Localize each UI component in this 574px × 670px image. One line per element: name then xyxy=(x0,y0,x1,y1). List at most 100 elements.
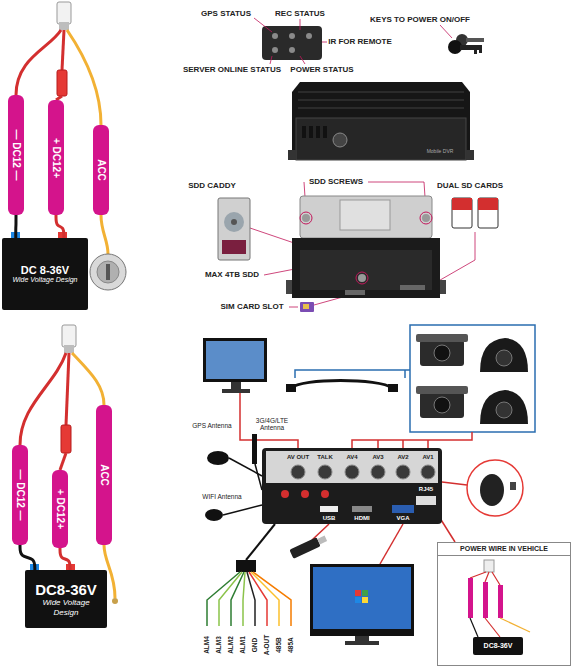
wire-sleeve: + DC12+ xyxy=(52,470,68,548)
dvr-disk-bay xyxy=(286,196,446,298)
dvr-rear xyxy=(396,465,410,479)
usb-stick xyxy=(289,537,320,559)
antennas xyxy=(205,434,262,521)
status-panel xyxy=(289,47,295,53)
dvr-rear xyxy=(291,465,305,479)
dvr-front xyxy=(288,150,296,160)
vga-monitor xyxy=(362,590,368,596)
dvr-disk-bay xyxy=(340,200,390,230)
sim-card xyxy=(300,302,314,312)
power-harness xyxy=(112,598,118,604)
camera-cable xyxy=(295,370,410,378)
signal-cable xyxy=(240,393,298,448)
antenna-label: 3G/4G/LTE Antenna xyxy=(251,417,293,432)
dvr-front xyxy=(292,82,470,160)
status-callout: SERVER ONLINE STATUS xyxy=(183,65,281,74)
sd-cards xyxy=(478,198,498,210)
pin-label: ALM4 xyxy=(203,636,210,654)
dvr-rear xyxy=(416,496,436,505)
vga-monitor xyxy=(310,564,414,636)
signal-cable xyxy=(380,524,403,564)
box-subtitle: Wide Voltage Design xyxy=(29,598,103,616)
dvr-disk-bay xyxy=(358,274,366,282)
dvr-rear xyxy=(301,490,309,498)
wire-sleeve: — DC12 — xyxy=(8,95,24,215)
part-callout: DUAL SD CARDS xyxy=(437,181,503,190)
part-callout: SDD SCREWS xyxy=(309,177,363,186)
part-callout: SDD CADDY xyxy=(188,181,236,190)
antenna-label: GPS Antenna xyxy=(192,422,231,429)
ignition-switch xyxy=(106,264,110,280)
antennas xyxy=(229,458,262,476)
camera-set xyxy=(434,345,450,361)
dvr-disk-bay xyxy=(345,290,365,295)
leader-line xyxy=(300,56,305,64)
sim-card xyxy=(303,304,309,309)
power-harness-inset xyxy=(468,578,473,618)
camera-cable xyxy=(286,384,296,392)
camera-set xyxy=(480,390,528,424)
vga-monitor xyxy=(362,597,368,603)
mouse xyxy=(510,482,516,490)
camera-set xyxy=(480,338,528,372)
vga-monitor xyxy=(345,641,379,645)
dvr-disk-bay xyxy=(286,280,292,294)
power-harness-inset xyxy=(498,585,503,618)
power-box: DC8-36V xyxy=(473,637,523,655)
box-title: DC 8-36V xyxy=(21,264,69,277)
port-label: AV4 xyxy=(346,454,357,461)
dvr-disk-bay xyxy=(400,285,425,290)
signal-cable xyxy=(427,440,429,448)
power-wire xyxy=(20,545,35,570)
mouse xyxy=(467,460,523,516)
power-harness xyxy=(67,30,101,125)
leader-line xyxy=(300,19,301,30)
power-harness xyxy=(57,70,67,96)
part-callout: IR FOR REMOTE xyxy=(328,37,392,46)
alarm-harness xyxy=(231,572,244,626)
alarm-harness xyxy=(243,572,245,626)
ssd-caddy xyxy=(218,198,250,260)
power-harness xyxy=(64,345,74,353)
antennas xyxy=(207,451,229,465)
dvr-disk-bay xyxy=(300,250,432,290)
power-harness xyxy=(20,325,118,604)
vga-monitor xyxy=(355,597,361,603)
camera-cable xyxy=(388,384,398,392)
port-label: HDMI xyxy=(354,515,369,522)
alarm-harness xyxy=(253,572,291,626)
dvr-rear xyxy=(421,465,435,479)
pin-label: ALM3 xyxy=(215,636,222,654)
box-subtitle: Wide Voltage Design xyxy=(12,276,77,284)
port-label: VGA xyxy=(396,515,409,522)
camera-set xyxy=(410,325,535,432)
port-label: AV1 xyxy=(422,454,433,461)
pin-label: ALM1 xyxy=(239,636,246,654)
power-harness-inset xyxy=(484,560,494,572)
monitor xyxy=(222,389,250,393)
dvr-rear xyxy=(262,448,442,524)
part-callout: MAX 4TB SDD xyxy=(205,270,259,279)
alarm-harness xyxy=(246,524,275,560)
camera-set xyxy=(420,340,464,366)
status-callout: POWER STATUS xyxy=(290,65,353,74)
monitor xyxy=(206,341,264,379)
sd-cards xyxy=(452,198,472,210)
antenna-label: WIFI Antenna xyxy=(202,493,241,500)
sd-cards xyxy=(452,198,472,228)
dvr-disk-bay xyxy=(300,196,432,238)
sd-cards xyxy=(478,198,498,228)
dvr-rear xyxy=(318,465,332,479)
wire-sleeve: ACC xyxy=(93,125,109,215)
dvr-disk-bay xyxy=(356,272,368,284)
leader-line xyxy=(270,56,272,64)
ssd-caddy xyxy=(222,240,246,254)
dvr-front xyxy=(466,150,474,160)
leader-line xyxy=(250,18,475,307)
sleeve-label: — DC12 — xyxy=(15,469,26,520)
vga-monitor xyxy=(310,564,414,645)
antennas xyxy=(223,505,262,515)
camera-set xyxy=(496,350,512,366)
pin-label: ALM2 xyxy=(227,636,234,654)
pin-label: 485B xyxy=(275,637,282,653)
